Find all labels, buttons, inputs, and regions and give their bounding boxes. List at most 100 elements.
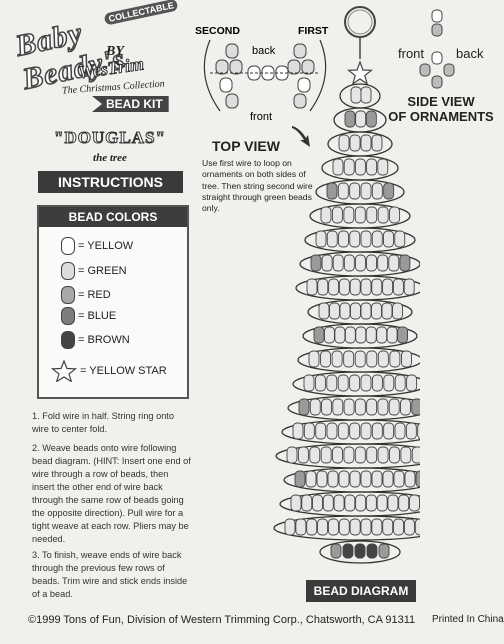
tree-bead — [349, 422, 361, 440]
tree-row-wire — [319, 540, 401, 564]
tree-bead — [366, 254, 378, 272]
tree-bead — [360, 302, 372, 320]
bead-diagram-label: BEAD DIAGRAM — [306, 580, 416, 602]
tree-bead — [320, 350, 332, 368]
legend-item-green: = GREEN — [61, 262, 127, 280]
tree-bead — [315, 422, 327, 440]
logo-by: BY — [106, 44, 124, 59]
tree-bead — [303, 422, 315, 440]
copyright-notice: ©1999 Tons of Fun, Division of Western T… — [28, 614, 416, 626]
tree-bead — [349, 230, 361, 248]
tree-bead — [393, 470, 405, 488]
tree-bead — [377, 254, 389, 272]
tree-bead — [349, 134, 361, 152]
tree-bead — [309, 398, 321, 416]
top-view-first-label: FIRST — [298, 25, 329, 37]
tree-bead — [344, 110, 356, 128]
tree-bead — [366, 206, 378, 224]
tree-bead — [398, 494, 410, 512]
tree-bead — [326, 230, 338, 248]
side-view-title-line2: OF ORNAMENTS — [388, 109, 494, 124]
step-1: 1. Fold wire in half. String ring onto w… — [32, 411, 174, 434]
tree-bead — [392, 278, 404, 296]
tree-bead — [317, 518, 329, 536]
tree-bead — [400, 446, 412, 464]
top-view-instructions: Use first wire to loop on ornaments on b… — [202, 158, 313, 214]
tree-bead — [332, 398, 344, 416]
tree-bead — [337, 422, 349, 440]
tree-bead — [414, 518, 420, 536]
tree-bead — [290, 494, 302, 512]
tree-bead — [392, 302, 403, 320]
tree-bead — [284, 518, 296, 536]
tree-bead — [343, 206, 355, 224]
tree-bead — [309, 446, 321, 464]
tree-bead — [354, 206, 366, 224]
tree-bead — [394, 422, 406, 440]
tree-bead — [411, 398, 420, 416]
tree-bead — [389, 446, 400, 464]
tree-bead — [400, 350, 412, 368]
tree-bead — [318, 302, 330, 320]
tree-bead — [371, 374, 383, 392]
tree-bead — [306, 278, 318, 296]
tree-bead — [388, 398, 400, 416]
tree-bead — [317, 278, 329, 296]
tree-bead — [301, 494, 313, 512]
step-3: 3. To finish, weave ends of wire back th… — [32, 550, 188, 599]
tree-bead — [355, 494, 367, 512]
tree-bead — [389, 206, 401, 224]
tree-bead — [349, 470, 361, 488]
tree-bead — [316, 470, 328, 488]
tree-bead — [403, 278, 415, 296]
tree-bead — [366, 446, 378, 464]
tree-bead — [349, 278, 361, 296]
tree-bead — [404, 470, 416, 488]
tree-bead — [382, 470, 394, 488]
tree-bead — [415, 470, 420, 488]
tree-bead — [354, 350, 366, 368]
legend-label: = RED — [78, 289, 111, 301]
tree-bead — [286, 446, 298, 464]
tree-bead — [313, 326, 325, 344]
tree-bead — [377, 206, 389, 224]
tree-bead — [371, 302, 382, 320]
tree-bead — [326, 422, 338, 440]
tree-bead — [387, 494, 399, 512]
side-view-back-label: back — [456, 46, 484, 61]
tree-bead — [321, 398, 332, 416]
tree-bead — [360, 278, 372, 296]
product-title: "DOUGLAS" — [54, 128, 166, 148]
tree-bead — [354, 446, 366, 464]
tree-bead — [383, 422, 395, 440]
tree-bead — [350, 302, 361, 320]
tree-bead — [417, 422, 420, 440]
tree-bead — [377, 446, 389, 464]
tree-bead — [342, 543, 354, 559]
tree-bead — [377, 398, 389, 416]
tree-bead — [332, 254, 344, 272]
tree-bead — [381, 302, 393, 320]
tree-bead — [389, 350, 401, 368]
tree-bead — [354, 398, 366, 416]
tree-bead — [303, 374, 315, 392]
hanging-ring-icon — [344, 6, 376, 38]
tree-bead — [332, 446, 343, 464]
tree-bead — [366, 158, 378, 176]
top-view-back-label: back — [252, 45, 276, 57]
tree-bead — [315, 230, 327, 248]
legend-label: = BROWN — [78, 334, 130, 346]
tree-bead — [343, 350, 355, 368]
printed-in-label: Printed In China — [432, 614, 504, 625]
tree-bead — [326, 374, 338, 392]
tree-bead — [327, 470, 339, 488]
brown-bead-icon — [61, 331, 75, 349]
red-bead-icon — [61, 286, 75, 304]
top-view-diagram: SECOND FIRST back front — [195, 25, 329, 123]
arrow-icon — [292, 126, 310, 147]
tree-bead — [366, 398, 378, 416]
tree-bead — [393, 518, 405, 536]
tree-bead — [383, 230, 394, 248]
tree-bead — [405, 422, 417, 440]
tree-bead — [360, 182, 372, 200]
